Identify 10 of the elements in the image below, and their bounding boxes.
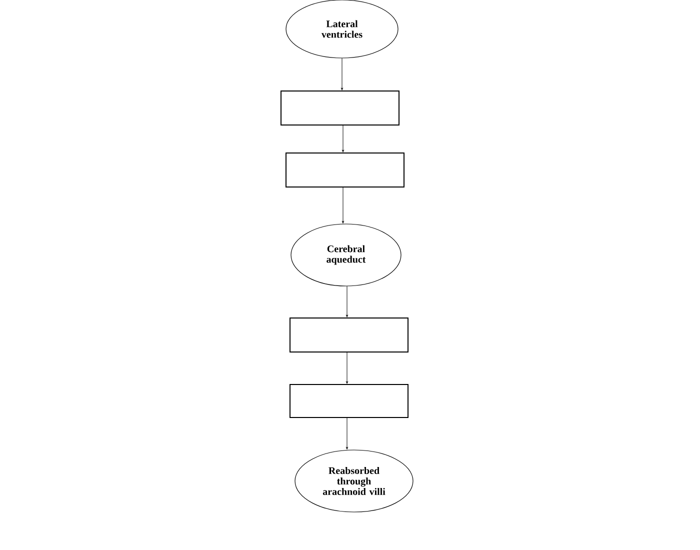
arrow bbox=[342, 187, 344, 224]
empty-box bbox=[290, 384, 408, 418]
arrow bbox=[341, 58, 343, 90]
empty-box bbox=[280, 90, 400, 126]
empty-box bbox=[290, 318, 408, 352]
empty-box bbox=[286, 152, 404, 188]
arrow bbox=[346, 286, 348, 318]
arrow bbox=[346, 418, 348, 450]
arrow bbox=[346, 352, 348, 384]
arrow bbox=[342, 125, 344, 152]
